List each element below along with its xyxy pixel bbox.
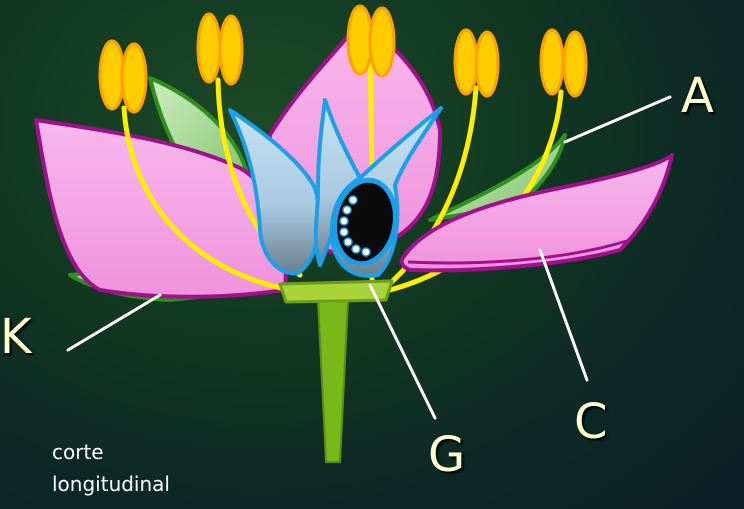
label-a: A [681,72,714,120]
caption-line-2: longitudinal [52,468,170,500]
label-g: G [428,431,465,479]
label-c: C [574,398,608,446]
leader-k [68,295,160,350]
caption: corte longitudinal [52,436,170,500]
stem [318,300,348,462]
label-k: K [0,313,31,361]
leader-g [370,285,435,418]
leader-a [565,97,670,142]
leader-c [540,250,587,380]
caption-line-1: corte [52,436,170,468]
